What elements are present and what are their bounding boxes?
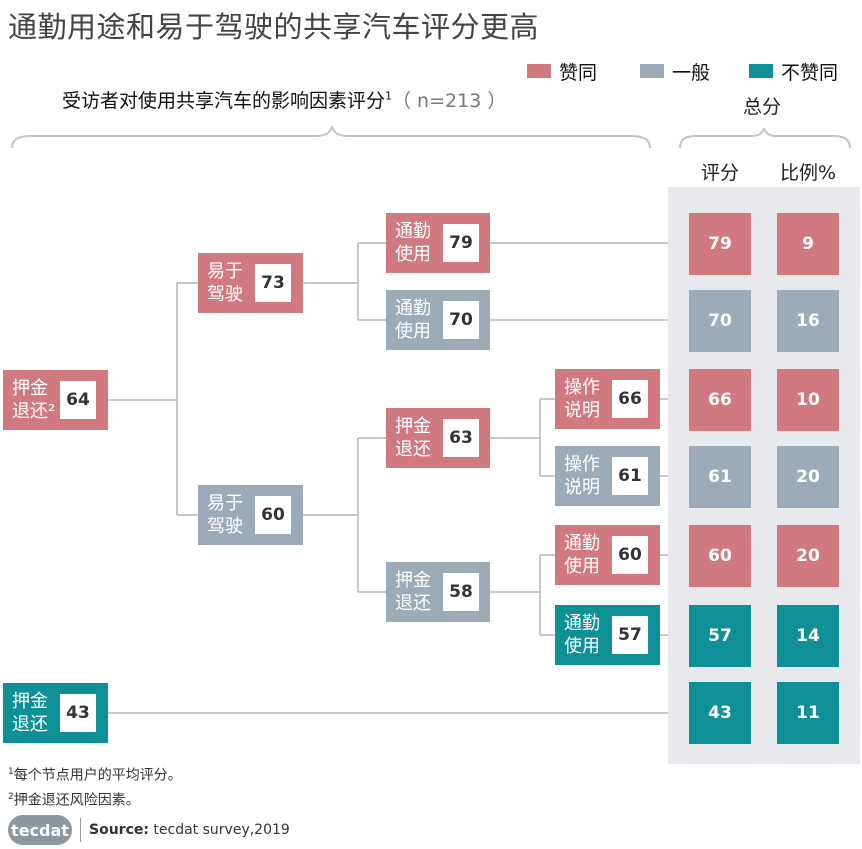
subtitle-text: 受访者对使用共享汽车的影响因素评分 [62, 90, 386, 112]
total-score-4: 61 [689, 446, 751, 508]
total-percent-5: 20 [777, 525, 839, 587]
footnote-mark: 1 [8, 767, 14, 777]
legend-swatch-disagree [749, 64, 773, 78]
tree-node-l2-d: 押金 退还 58 [386, 562, 490, 622]
tree-node-label: 通勤 使用 [395, 221, 431, 265]
legend-swatch-agree [527, 64, 551, 78]
total-score-7: 43 [689, 682, 751, 744]
total-score-5: 60 [689, 525, 751, 587]
total-percent-1: 9 [777, 213, 839, 275]
tree-node-value: 63 [443, 419, 479, 457]
total-percent-4: 20 [777, 446, 839, 508]
tree-node-label: 押金 退还 [395, 570, 431, 614]
tree-node-label: 通勤 使用 [564, 533, 600, 577]
source-label: Source: [89, 822, 149, 838]
connector-root-a [108, 282, 198, 516]
footnote-mark: 2 [8, 791, 14, 802]
tree-node-l2-a: 通勤 使用 79 [386, 213, 490, 273]
tree-node-value: 43 [60, 694, 96, 732]
tree-node-value: 57 [612, 616, 648, 654]
tree-node-label: 通勤 使用 [564, 613, 600, 657]
total-score-2: 70 [689, 290, 751, 352]
tree-node-l3-c: 通勤 使用 60 [555, 525, 660, 585]
footnote-text: 每个节点用户的平均评分。 [13, 767, 182, 784]
tree-node-l3-d: 通勤 使用 57 [555, 605, 660, 665]
connector-l2-c [490, 398, 555, 477]
footnote-1: 1每个节点用户的平均评分。 [8, 762, 182, 787]
total-percent-6: 14 [777, 605, 839, 667]
legend-item-disagree: 不赞同 [749, 60, 839, 84]
column-header-score: 评分 [700, 162, 739, 184]
total-percent-3: 10 [777, 369, 839, 431]
legend-label-agree: 赞同 [559, 61, 598, 84]
tree-node-label: 押金 退还 [12, 691, 48, 735]
legend-label-neutral: 一般 [672, 61, 711, 84]
tree-node-label: 操作 说明 [564, 454, 600, 498]
footer: tecdat Source: tecdat survey,2019 [8, 815, 290, 845]
tree-node-value: 73 [255, 264, 291, 302]
tree-node-label: 操作 说明 [564, 377, 600, 421]
legend-swatch-neutral [640, 64, 664, 78]
legend-label-disagree: 不赞同 [781, 61, 839, 84]
page-title: 通勤用途和易于驾驶的共享汽车评分更高 [8, 10, 540, 44]
tree-node-l1-b: 易于 驾驶 60 [198, 485, 303, 545]
connector-l1-a [303, 242, 386, 321]
source-text: tecdat survey,2019 [148, 822, 290, 838]
tree-node-label: 通勤 使用 [395, 298, 431, 342]
tree-node-value: 79 [443, 224, 479, 262]
brace-bracket [11, 125, 651, 149]
total-score-6: 57 [689, 605, 751, 667]
total-percent-2: 16 [777, 290, 839, 352]
total-label: 总分 [743, 96, 782, 118]
tree-node-value: 58 [443, 573, 479, 611]
total-score-3: 66 [689, 369, 751, 431]
tree-node-l2-b: 通勤 使用 70 [386, 290, 490, 350]
legend-item-agree: 赞同 [527, 60, 598, 84]
footer-divider [80, 818, 81, 842]
tree-node-l2-c: 押金 退还 63 [386, 408, 490, 468]
tecdat-logo: tecdat [8, 815, 72, 845]
footnotes: 1每个节点用户的平均评分。 2押金退还风险因素。 [8, 762, 182, 811]
tree-node-value: 61 [612, 457, 648, 495]
subtitle-sample-size: （ n=213 ） [392, 90, 507, 112]
tree-node-l1-a: 易于 驾驶 73 [198, 253, 303, 313]
legend-item-neutral: 一般 [640, 60, 711, 84]
tree-node-label: 易于 驾驶 [207, 261, 243, 305]
tree-node-label: 押金 退还² [12, 378, 56, 422]
tree-node-label: 押金 退还 [395, 416, 431, 460]
tree-node-value: 60 [612, 536, 648, 574]
tree-node-l3-a: 操作 说明 66 [555, 369, 660, 429]
tree-node-value: 64 [60, 381, 96, 419]
tree-node-label: 易于 驾驶 [207, 493, 243, 537]
chart-subtitle: 受访者对使用共享汽车的影响因素评分1（ n=213 ） [62, 86, 506, 113]
tree-node-value: 60 [255, 496, 291, 534]
tree-node-value: 70 [443, 301, 479, 339]
connector-l1-b [303, 437, 386, 593]
footnote-2: 2押金退还风险因素。 [8, 787, 182, 812]
tree-node-root-a: 押金 退还² 64 [3, 370, 108, 430]
column-header-percent: 比例% [779, 162, 837, 184]
tree-node-l3-b: 操作 说明 61 [555, 446, 660, 506]
footnote-text: 押金退还风险因素。 [13, 792, 140, 809]
source-credit: Source: tecdat survey,2019 [89, 822, 290, 838]
total-percent-7: 11 [777, 682, 839, 744]
tree-node-root-b: 押金 退还 43 [3, 683, 108, 743]
connector-l2-d [490, 554, 555, 636]
subtitle-footnote-mark: 1 [385, 89, 393, 103]
brace-bracket-total [679, 127, 851, 149]
tree-node-value: 66 [612, 380, 648, 418]
total-score-1: 79 [689, 213, 751, 275]
